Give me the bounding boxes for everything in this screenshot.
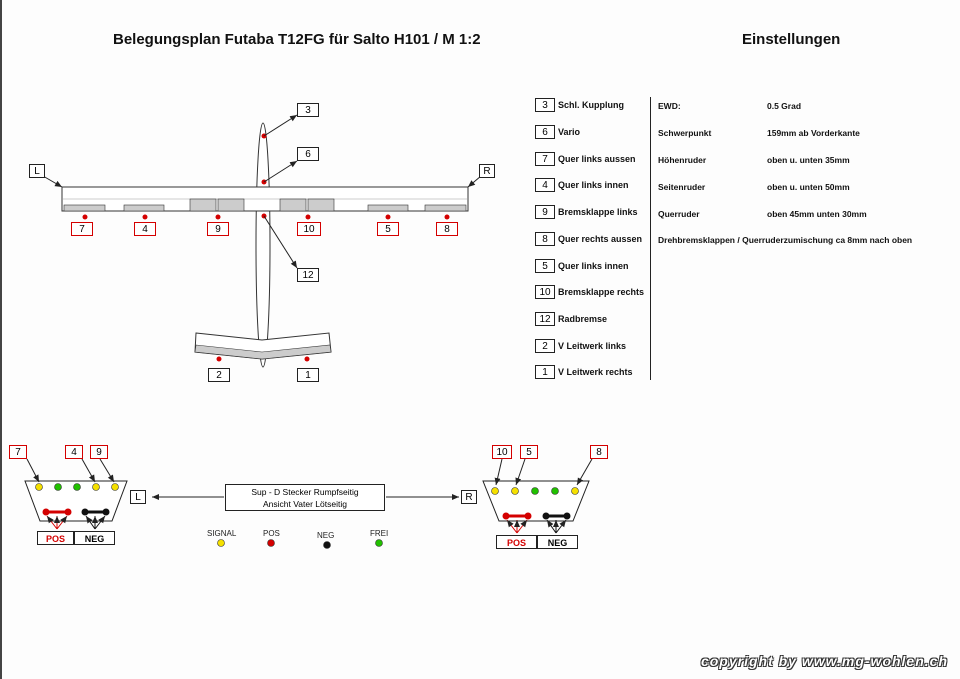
connector-left-channel-4: 4 <box>65 445 83 459</box>
setting-key: Höhenruder <box>658 155 707 165</box>
tail-channel-2: 2 <box>208 368 230 382</box>
assignment-label: Bremsklappe rechts <box>558 287 645 297</box>
connector-left-channel-9: 9 <box>90 445 108 459</box>
connector-right-pins <box>491 487 579 534</box>
fuselage-channel-3: 3 <box>297 103 319 117</box>
brake-right-a <box>279 198 307 212</box>
fuselage-channel-6: 6 <box>297 147 319 161</box>
connector-left-pins <box>35 483 119 530</box>
legend-pos-dot <box>267 539 275 547</box>
setting-value: oben u. unten 50mm <box>767 182 850 192</box>
setting-key: Seitenruder <box>658 182 706 192</box>
wing-left-label: L <box>29 164 45 178</box>
connector-right <box>482 480 590 522</box>
aileron-right-outer <box>424 204 467 212</box>
connector-caption: Sup - D Stecker Rumpfseitig Ansicht Vate… <box>225 484 385 511</box>
assignment-label: V Leitwerk rechts <box>558 367 633 377</box>
connector-right-channel-5: 5 <box>520 445 538 459</box>
copyright-text: copyright by www.mg-wohlen.ch <box>700 653 948 669</box>
assignment-label: Schl. Kupplung <box>558 100 624 110</box>
brake-left-b <box>217 198 245 212</box>
connector-right-channel-8: 8 <box>590 445 608 459</box>
connector-caption-line1: Sup - D Stecker Rumpfseitig <box>251 487 359 497</box>
settings-note: Drehbremsklappen / Querruderzumischung c… <box>658 235 913 245</box>
wing-channel-7: 7 <box>71 222 93 236</box>
assignment-label: Radbremse <box>558 314 608 324</box>
legend-neg-label: NEG <box>317 531 335 540</box>
wing-channel-9: 9 <box>207 222 229 236</box>
assignment-num: 12 <box>535 312 555 326</box>
wing-channel-8: 8 <box>436 222 458 236</box>
page-border <box>0 0 2 679</box>
fuselage-channel-12: 12 <box>297 268 319 282</box>
wing-right-label: R <box>479 164 495 178</box>
wing-channel-10: 10 <box>297 222 321 236</box>
assignment-label: Bremsklappe links <box>558 207 638 217</box>
legend-signal-dot <box>217 539 225 547</box>
assignment-label: V Leitwerk links <box>558 341 627 351</box>
connector-left-channel-7: 7 <box>9 445 27 459</box>
assignment-label: Quer links innen <box>558 261 629 271</box>
assignment-label: Vario <box>558 127 581 137</box>
aileron-left-outer <box>63 204 106 212</box>
connector-right-channel-10: 10 <box>492 445 512 459</box>
fuselage <box>255 122 271 368</box>
setting-key: Querruder <box>658 209 700 219</box>
connector-left-label: L <box>130 490 146 504</box>
assignment-num: 10 <box>535 285 555 299</box>
legend-signal-label: SIGNAL <box>207 529 237 538</box>
connector-left-pos-label: POS <box>37 531 74 545</box>
assignment-label: Quer links innen <box>558 180 629 190</box>
assignment-label: Quer rechts aussen <box>558 234 643 244</box>
brake-left-a <box>189 198 217 212</box>
connector-right-pos-label: POS <box>496 535 537 549</box>
legend-neg-dot <box>323 541 331 549</box>
setting-value: 0.5 Grad <box>767 101 802 111</box>
assignment-num: 9 <box>535 205 555 219</box>
assignment-num: 1 <box>535 365 555 379</box>
assignment-num: 7 <box>535 152 555 166</box>
brake-right-b <box>307 198 335 212</box>
wing-channel-4: 4 <box>134 222 156 236</box>
aileron-left-inner <box>123 204 165 212</box>
settings-title: Einstellungen <box>742 31 841 48</box>
assignment-num: 5 <box>535 259 555 273</box>
setting-key: EWD: <box>658 101 681 111</box>
setting-value: oben 45mm unten 30mm <box>767 209 867 219</box>
connector-caption-line2: Ansicht Vater Lötseitig <box>263 499 347 509</box>
assignment-num: 6 <box>535 125 555 139</box>
setting-value: oben u. unten 35mm <box>767 155 850 165</box>
assignment-num: 2 <box>535 339 555 353</box>
connector-right-neg-label: NEG <box>537 535 578 549</box>
setting-key: Schwerpunkt <box>658 128 712 138</box>
assignment-num: 3 <box>535 98 555 112</box>
legend-frei-label: FREI <box>370 529 389 538</box>
tail-channel-1: 1 <box>297 368 319 382</box>
settings-divider <box>650 97 651 380</box>
setting-value: 159mm ab Vorderkante <box>767 128 860 138</box>
aileron-right-inner <box>367 204 409 212</box>
assignment-num: 4 <box>535 178 555 192</box>
assignment-num: 8 <box>535 232 555 246</box>
assignment-label: Quer links aussen <box>558 154 636 164</box>
legend-frei-dot <box>375 539 383 547</box>
wing-channel-5: 5 <box>377 222 399 236</box>
connector-right-label: R <box>461 490 477 504</box>
page-title: Belegungsplan Futaba T12FG für Salto H10… <box>113 31 481 48</box>
legend-pos-label: POS <box>263 529 280 538</box>
connector-left-neg-label: NEG <box>74 531 115 545</box>
